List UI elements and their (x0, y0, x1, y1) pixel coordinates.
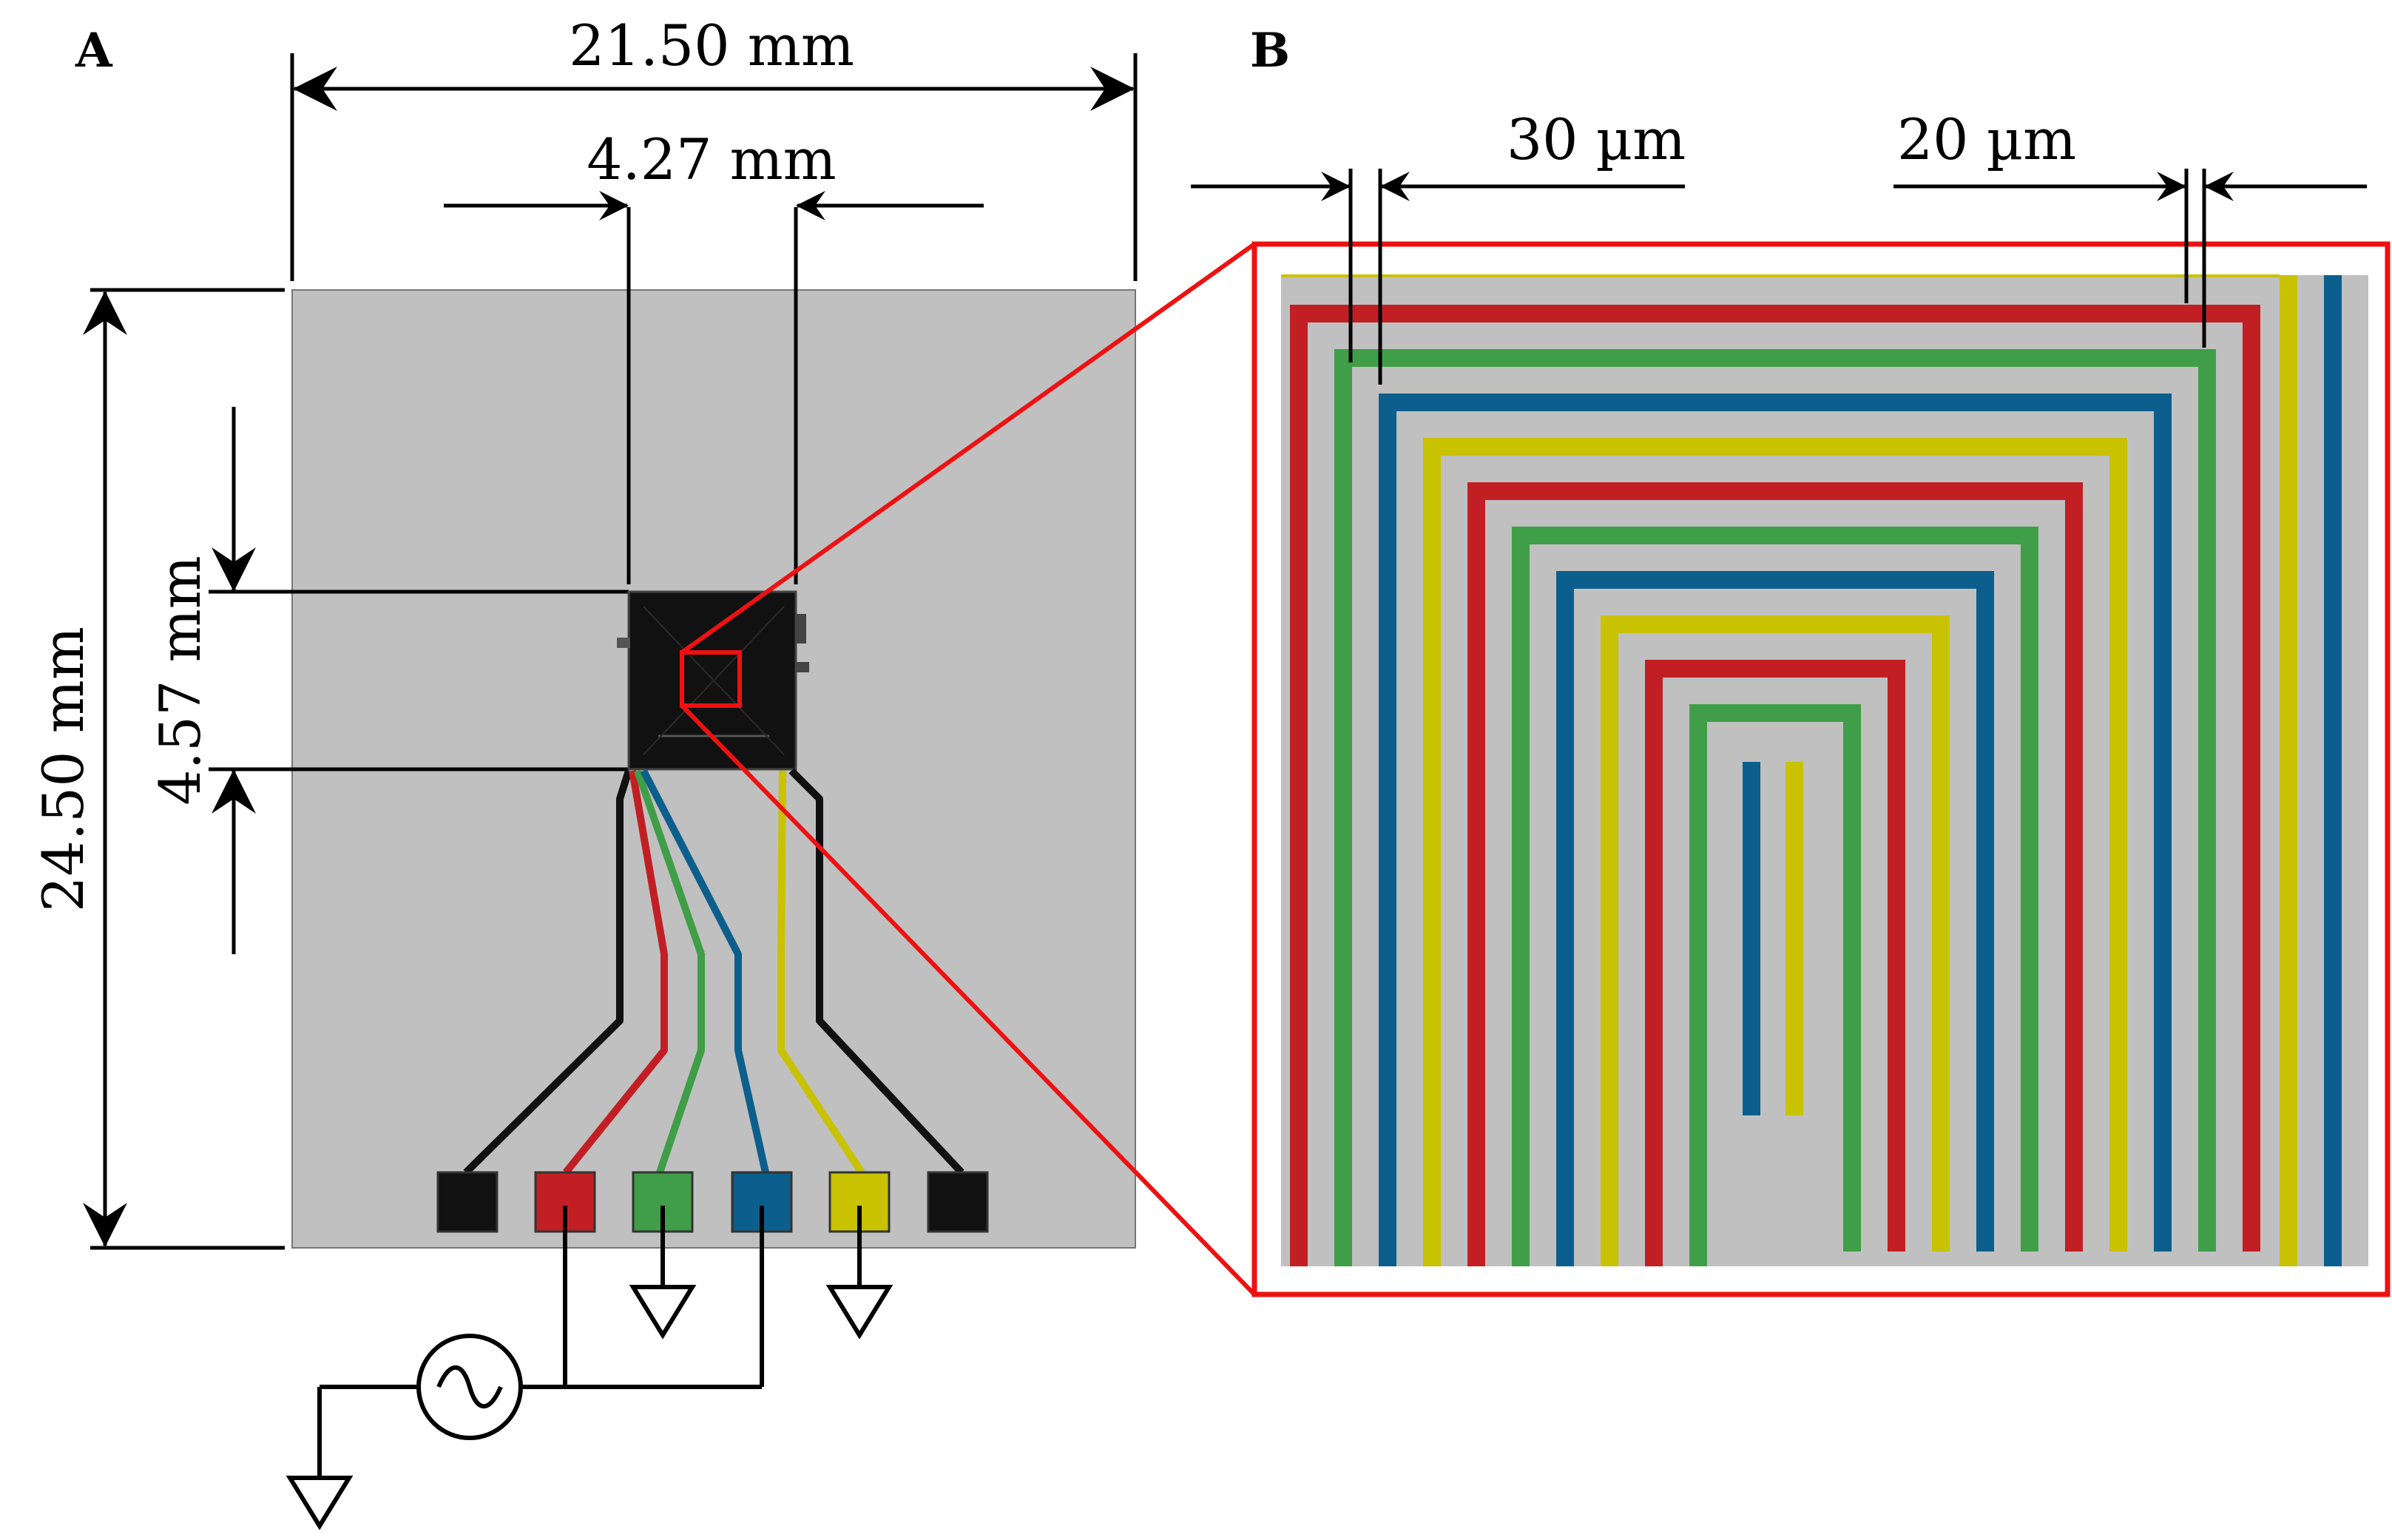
edge-strips (2280, 275, 2342, 1266)
spiral-trace-7 (1556, 571, 1994, 1266)
spiral-trace-9 (1645, 660, 1905, 1266)
pad-1 (436, 1171, 499, 1233)
sensor-die (617, 590, 809, 771)
panel-b: B 30 µm 20 µm (1191, 23, 2391, 1297)
ac-source-icon (416, 1334, 523, 1440)
panel-a-label: A (75, 23, 113, 78)
dimension-lines (83, 53, 1138, 1250)
electrode-traces (463, 768, 964, 1175)
chip-width-label: 21.50 mm (569, 13, 854, 78)
panel-b-label: B (1250, 23, 1290, 78)
spiral-trace-6 (1512, 527, 2038, 1266)
external-circuit (317, 1206, 862, 1478)
pad-6 (927, 1171, 989, 1233)
spiral-trace-4 (1423, 438, 2127, 1266)
sensor-height-label: 4.57 mm (147, 555, 213, 806)
micron-dimension-lines (1191, 169, 2367, 385)
spiral-trace-5 (1467, 482, 2083, 1266)
spiral-electrodes (1290, 305, 2260, 1266)
panel-a: A 21.50 mm 4.27 mm 24.50 mm 4. (30, 13, 1138, 1530)
zoom-connector (680, 242, 1257, 1297)
spiral-trace-8 (1601, 615, 1950, 1266)
trace-width-label: 30 µm (1507, 107, 1686, 172)
spiral-trace-2 (1334, 349, 2216, 1266)
ground-icon (629, 1285, 697, 1340)
spiral-trace-1 (1290, 305, 2260, 1266)
ground-icon (825, 1285, 893, 1340)
chip-height-label: 24.50 mm (30, 627, 96, 912)
trace-gap-label: 20 µm (1897, 107, 2076, 172)
sensor-width-label: 4.27 mm (587, 126, 837, 192)
spiral-trace-3 (1379, 394, 2172, 1266)
zoom-region-box (680, 650, 742, 708)
ground-icon (286, 1476, 354, 1530)
spiral-trace-10 (1689, 704, 1861, 1266)
